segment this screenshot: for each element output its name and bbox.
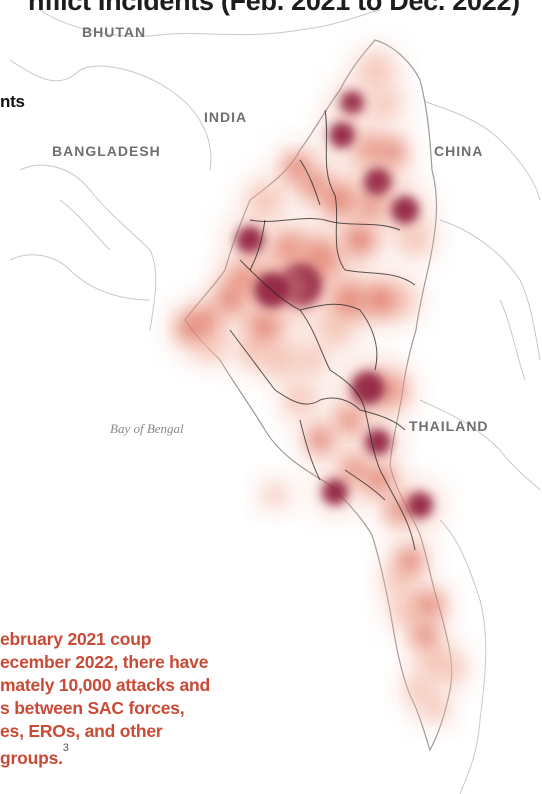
note-line: es, EROs, and other [0, 721, 163, 741]
heat-blob [366, 286, 394, 314]
heat-blob [252, 187, 278, 213]
heat-blob [363, 57, 389, 83]
note-line: ecember 2022, there have [0, 652, 209, 672]
heat-blob [403, 228, 427, 252]
heat-blob [365, 429, 391, 455]
heat-blob [268, 348, 292, 372]
label-bay-of-bengal: Bay of Bengal [110, 421, 184, 436]
note-line: ebruary 2021 coup [0, 629, 152, 649]
heat-blob [340, 91, 364, 115]
heat-blob [425, 698, 445, 718]
heat-blob [408, 680, 428, 700]
conflict-heat-layer [169, 47, 469, 725]
label-bhutan: BHUTAN [82, 24, 147, 40]
legend-label-fragment: nts [0, 92, 25, 111]
heat-blob [418, 593, 442, 617]
heat-blob [236, 226, 264, 254]
incident-summary-note: ebruary 2021 coup ecember 2022, there ha… [0, 628, 270, 770]
internal-borders [229, 109, 416, 551]
heat-blob [178, 316, 202, 340]
heat-blob [308, 428, 332, 452]
heat-blob [439, 657, 461, 679]
heat-blob [351, 371, 385, 405]
note-line: mately 10,000 attacks and [0, 675, 210, 695]
note-line: s between SAC forces, [0, 698, 185, 718]
heat-blob [217, 287, 243, 313]
label-bangladesh: BANGLADESH [52, 143, 161, 159]
heat-blob [364, 168, 392, 196]
note-line-last: groups.3 [0, 742, 270, 770]
footnote-marker: 3 [62, 742, 69, 754]
heat-blob [414, 624, 436, 646]
heat-blob [391, 196, 419, 224]
heat-blob [380, 140, 404, 164]
heat-blob [299, 349, 321, 371]
neighbor-land-outlines [9, 9, 541, 794]
heat-blob [322, 479, 348, 505]
heat-blob [329, 122, 355, 148]
heat-blob [266, 486, 284, 504]
label-india: INDIA [204, 109, 248, 125]
heat-blob [346, 226, 374, 254]
label-thailand: THAILAND [409, 418, 489, 434]
heat-blob [398, 548, 422, 572]
heat-blob [325, 185, 355, 215]
heat-blob [375, 93, 397, 115]
heat-blob [407, 492, 433, 518]
note-line: groups. [0, 747, 63, 768]
map-title: nflict Incidents (Feb. 2021 to Dec. 2022… [28, 0, 520, 16]
heat-blob [288, 388, 312, 412]
label-china: CHINA [434, 143, 484, 159]
heat-blob [367, 467, 393, 493]
